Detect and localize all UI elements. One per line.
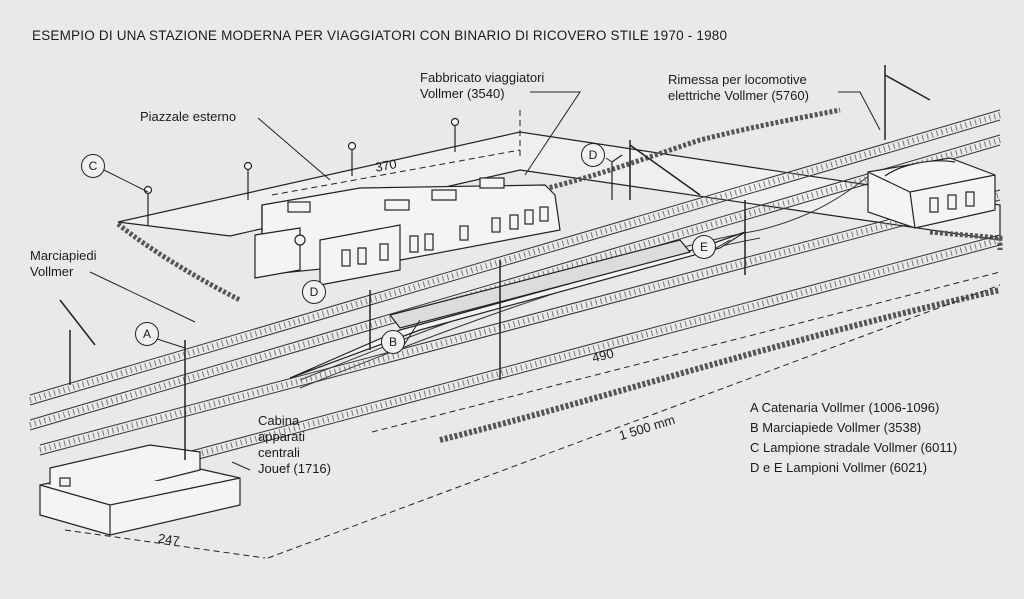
label-marciapiedi-line2: Vollmer bbox=[30, 264, 74, 279]
legend-item-a: A Catenaria Vollmer (1006-1096) bbox=[750, 400, 940, 415]
platform-canopy bbox=[388, 239, 692, 329]
label-marciapiedi: Marciapiedi Vollmer bbox=[30, 248, 96, 280]
marker-e: E bbox=[692, 235, 716, 259]
catenary-masts bbox=[59, 65, 931, 460]
label-fabbricato-line1: Fabbricato viaggiatori bbox=[420, 70, 545, 85]
sleepers bbox=[119, 237, 1001, 478]
marker-b: B bbox=[381, 330, 405, 354]
hedge-left bbox=[116, 222, 242, 303]
label-rimessa: Rimessa per locomotive elettriche Vollme… bbox=[668, 72, 809, 104]
sleepers bbox=[39, 192, 1001, 453]
sleepers bbox=[29, 112, 1001, 403]
hedge-bottom bbox=[439, 287, 1001, 443]
marker-a: A bbox=[135, 322, 159, 346]
diagram-title: ESEMPIO DI UNA STAZIONE MODERNA PER VIAG… bbox=[32, 28, 728, 43]
legend-item-c: C Lampione stradale Vollmer (6011) bbox=[750, 440, 958, 455]
label-marciapiedi-line1: Marciapiedi bbox=[30, 248, 97, 263]
legend-item-de: D e E Lampioni Vollmer (6021) bbox=[750, 460, 928, 475]
marker-c: C bbox=[81, 154, 105, 178]
label-cabina-line1: Cabina bbox=[258, 413, 300, 428]
signal-cabin bbox=[39, 444, 241, 536]
station-building bbox=[254, 177, 561, 286]
legend: A Catenaria Vollmer (1006-1096) B Marcia… bbox=[750, 398, 957, 478]
leader-lines bbox=[89, 91, 881, 471]
label-cabina: Cabina apparati centrali Jouef (1716) bbox=[258, 413, 331, 477]
label-fabbricato: Fabbricato viaggiatori Vollmer (3540) bbox=[420, 70, 544, 102]
marker-d-lower: D bbox=[302, 280, 326, 304]
marker-d-upper: D bbox=[581, 143, 605, 167]
label-cabina-line3: centrali bbox=[258, 445, 300, 460]
label-piazzale: Piazzale esterno bbox=[140, 109, 237, 124]
label-cabina-line2: apparati bbox=[258, 429, 305, 444]
dimension-247: 247 bbox=[157, 530, 181, 549]
engine-shed bbox=[867, 157, 996, 229]
label-rimessa-line1: Rimessa per locomotive bbox=[668, 72, 807, 87]
label-cabina-line4: Jouef (1716) bbox=[258, 461, 331, 476]
hedge-top bbox=[539, 107, 841, 193]
legend-item-b: B Marciapiede Vollmer (3538) bbox=[750, 420, 922, 435]
label-fabbricato-line2: Vollmer (3540) bbox=[420, 86, 505, 101]
dimension-lines bbox=[64, 110, 1001, 559]
hedge-right bbox=[929, 229, 1003, 250]
label-rimessa-line2: elettriche Vollmer (5760) bbox=[668, 88, 809, 103]
street-lamps bbox=[143, 117, 623, 226]
